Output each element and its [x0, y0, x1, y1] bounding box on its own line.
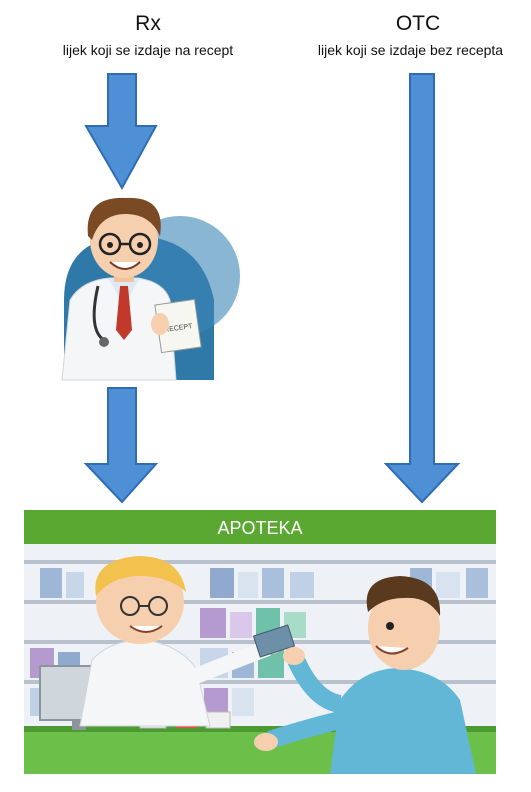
recept-note-label: RECEPT	[164, 323, 194, 334]
pharmacy-sign-label: APOTEKA	[217, 518, 302, 538]
otc-title: OTC	[395, 12, 441, 35]
rx-title: Rx	[135, 12, 161, 35]
rx-subtitle: lijek koji se izdaje na recept	[62, 42, 234, 58]
arrow-doctor-to-pharmacy	[83, 387, 159, 504]
credit-card-icon	[252, 624, 296, 658]
doctor-illustration: RECEPT	[34, 196, 240, 381]
pharmacy-illustration: APOTEKA	[24, 510, 496, 774]
pharmacy-sign	[24, 510, 496, 544]
arrow-rx-to-doctor	[84, 73, 158, 191]
otc-subtitle: lijek koji se izdaje bez recepta	[317, 42, 504, 58]
customer-figure	[254, 576, 476, 774]
arrow-otc-to-pharmacy	[383, 73, 461, 504]
pharmacist-figure	[79, 556, 282, 727]
